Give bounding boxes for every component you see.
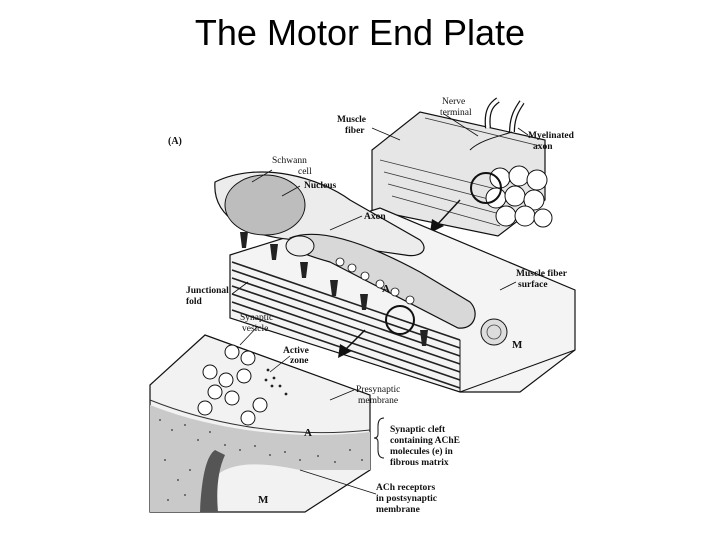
label-schwann-cell-2: cell	[298, 167, 312, 177]
label-active-zone-1: Active	[283, 346, 309, 356]
axon-terminal	[285, 233, 476, 335]
label-synaptic-vesicle-2: vesicle	[242, 324, 268, 334]
label-axon: Axon	[364, 212, 386, 222]
label-ach-receptors-3: membrane	[376, 505, 420, 515]
label-junctional-fold-2: fold	[186, 297, 203, 307]
region-m-bottom: M	[258, 494, 269, 506]
label-nucleus: Nucleus	[304, 181, 337, 191]
label-synaptic-cleft-3: molecules (e) in	[390, 446, 454, 457]
label-synaptic-vesicle-1: Synaptic	[240, 313, 273, 323]
magnified-inset	[149, 334, 371, 513]
label-active-zone-2: zone	[290, 356, 308, 366]
label-presynaptic-membrane-1: Presynaptic	[356, 385, 400, 395]
leader-lines	[231, 113, 529, 495]
slide-title: The Motor End Plate	[194, 12, 526, 53]
label-schwann-cell-1: Schwann	[272, 156, 307, 166]
label-nerve-terminal-2: terminal	[440, 108, 472, 118]
label-myelinated-axon-1: Myelinated	[528, 131, 575, 141]
label-synaptic-cleft-2: containing AChE	[390, 436, 460, 446]
junctional-folds	[240, 232, 428, 346]
label-ach-receptors-2: in postsynaptic	[376, 494, 437, 504]
label-muscle-fiber-surface-1: Muscle fiber	[516, 269, 568, 279]
label-muscle-fiber-surface-2: surface	[518, 280, 548, 290]
region-a-bottom: A	[304, 427, 312, 439]
region-a-top: A	[382, 283, 390, 295]
label-ach-receptors-1: ACh receptors	[376, 483, 435, 493]
muscle-fiber-bundle	[371, 97, 553, 237]
label-synaptic-cleft-4: fibrous matrix	[390, 458, 449, 468]
schwann-cell	[214, 171, 425, 257]
label-muscle-fiber-1: Muscle	[337, 115, 366, 125]
panel-label: (A)	[168, 136, 182, 147]
label-presynaptic-membrane-2: membrane	[358, 396, 398, 406]
label-myelinated-axon-2: axon	[533, 142, 553, 152]
label-synaptic-cleft-1: Synaptic cleft	[390, 425, 446, 435]
label-junctional-fold-1: Junctional	[186, 286, 229, 296]
region-m-top: M	[512, 339, 523, 351]
label-nerve-terminal-1: Nerve	[442, 97, 465, 107]
label-muscle-fiber-2: fiber	[345, 126, 365, 136]
